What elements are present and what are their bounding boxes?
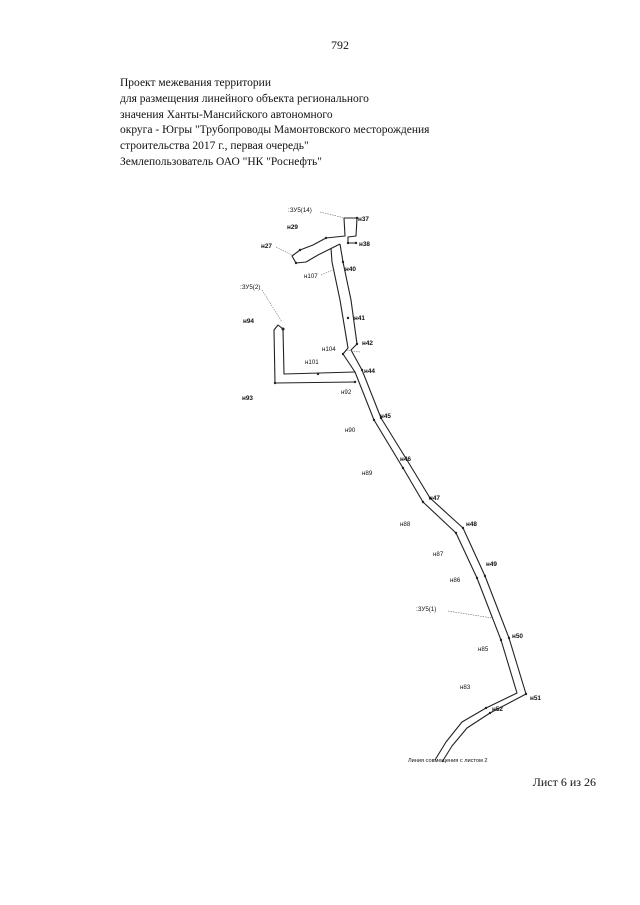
point-label: н104 [322,346,336,353]
point-label: н94 [243,318,254,325]
point-label: н90 [345,427,356,434]
point-label: н38 [359,241,370,248]
point-label: н50 [512,633,523,640]
point-label: н83 [460,684,471,691]
point-label: н85 [478,646,489,653]
branch-n27-outline [291,217,346,264]
corridor-left-edge [330,247,518,761]
parcel-label-zu1: :ЗУ5(1) [416,606,436,613]
point-label: н42 [362,340,373,347]
parcel-label-zu2: :ЗУ5(2) [240,284,260,291]
header-line: округа - Югры "Трубопроводы Мамонтовског… [120,124,430,137]
point-label: н87 [433,551,444,558]
point-label: н47 [429,495,440,502]
point-label: н46 [400,456,411,463]
point-label: н41 [354,315,365,322]
corridor-outline [273,217,527,763]
parcel-label-zu14: :ЗУ5(14) [288,207,312,214]
point-label: н44 [364,368,375,375]
corridor-right-edge [339,243,527,763]
document-header: Проект межевания территории для размещен… [120,76,540,171]
point-label: н101 [305,359,319,366]
header-line: Землепользователь ОАО "НК "Роснефть" [120,155,322,168]
match-line-note: Линия совмещения с листом 2 [408,758,488,764]
point-label: н52 [492,706,503,713]
point-label: н45 [380,413,391,420]
header-line: строительства 2017 г., первая очередь" [120,140,309,153]
page-number: 792 [331,38,349,52]
header-line: Проект межевания территории [120,77,271,89]
point-label: н51 [530,695,541,702]
header-line: для размещения линейного объекта региона… [120,92,369,105]
point-label: н89 [362,470,373,477]
point-label: н27 [261,243,272,250]
leader-lines [261,211,493,619]
point-label: н86 [450,577,461,584]
corridor-top-cap [344,217,358,244]
vertex-markers [273,216,528,715]
header-line: значения Ханты-Мансийского автономного [120,108,333,121]
point-label: н29 [287,224,298,231]
sheet-label: Лист 6 из 26 [532,775,596,789]
point-label: н37 [358,216,369,223]
point-label: н107 [304,273,318,280]
point-label: н88 [400,521,411,528]
point-label: н93 [242,395,253,402]
point-label: н49 [486,561,497,568]
point-label: н40 [345,266,356,273]
point-label: н48 [466,521,477,528]
point-label: н92 [341,389,352,396]
